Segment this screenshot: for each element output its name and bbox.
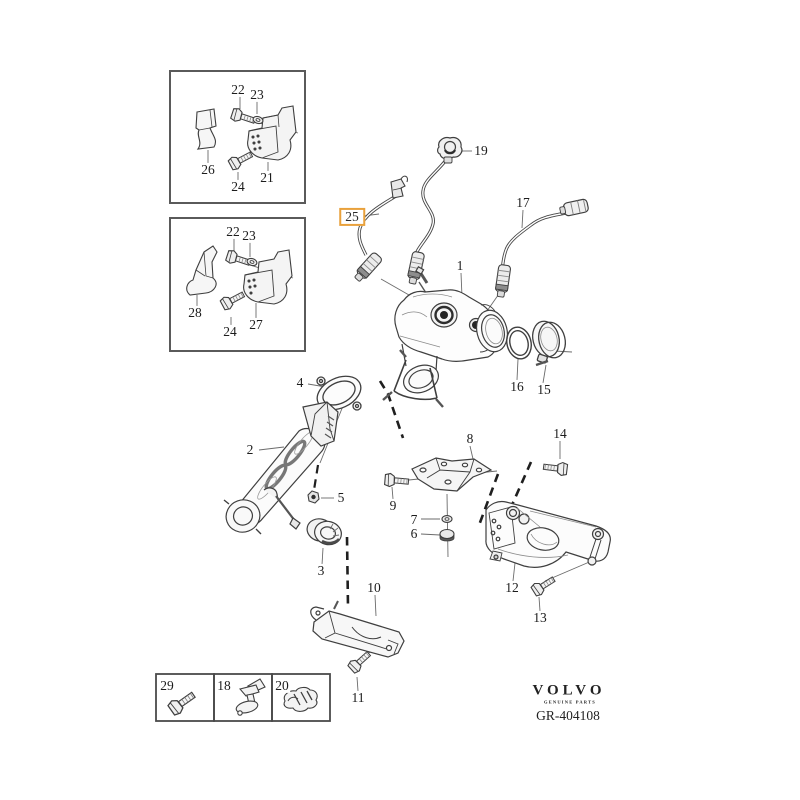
part-1-catalytic-converter bbox=[382, 265, 509, 408]
part-26-heat-shield bbox=[195, 108, 217, 150]
part-callout-29[interactable]: 29 bbox=[159, 677, 175, 694]
drawing-number: GR-404108 bbox=[536, 708, 600, 723]
part-21-bracket bbox=[247, 105, 297, 161]
part-9-bolt bbox=[383, 472, 410, 489]
part-callout-14[interactable]: 14 bbox=[552, 425, 568, 442]
part-callout-2[interactable]: 2 bbox=[245, 441, 255, 458]
part-callout-22[interactable]: 22 bbox=[225, 223, 241, 240]
part-24-bolt bbox=[226, 148, 255, 172]
part-callout-21[interactable]: 21 bbox=[259, 169, 275, 186]
part-8-bracket bbox=[411, 457, 493, 492]
kit-box-27-28 bbox=[169, 217, 306, 352]
part-24-bolt-2 bbox=[218, 288, 247, 312]
part-callout-9[interactable]: 9 bbox=[388, 497, 398, 514]
part-callout-4[interactable]: 4 bbox=[295, 374, 305, 391]
kit-box-frames bbox=[169, 70, 306, 352]
part-27-bracket bbox=[243, 249, 293, 305]
fastener-strip-frames bbox=[155, 673, 331, 722]
part-callout-6[interactable]: 6 bbox=[409, 525, 419, 542]
part-12-mounting-bracket bbox=[485, 500, 611, 568]
part-callout-13[interactable]: 13 bbox=[532, 609, 548, 626]
part-callout-19[interactable]: 19 bbox=[473, 142, 489, 159]
part-callout-20[interactable]: 20 bbox=[274, 677, 290, 694]
part-22-bolt bbox=[229, 106, 258, 128]
part-callout-8[interactable]: 8 bbox=[465, 430, 475, 447]
part-callout-3[interactable]: 3 bbox=[316, 562, 326, 579]
part-7-washer bbox=[441, 515, 453, 523]
assembly-dashed-lines bbox=[312, 380, 533, 608]
part-callout-26[interactable]: 26 bbox=[200, 161, 216, 178]
part-25-oxygen-sensor bbox=[351, 175, 408, 284]
part-callout-23[interactable]: 23 bbox=[241, 227, 257, 244]
part-2-flex-pipe bbox=[223, 401, 339, 535]
part-callout-16[interactable]: 16 bbox=[509, 378, 525, 395]
part-callout-25[interactable]: 25 bbox=[339, 207, 365, 227]
part-callout-7[interactable]: 7 bbox=[409, 511, 419, 528]
part-16-seal-ring bbox=[506, 326, 532, 360]
brand-subtitle: GENUINE PARTS bbox=[544, 699, 596, 705]
part-callout-24[interactable]: 24 bbox=[222, 323, 238, 340]
part-18-rubber-hanger bbox=[235, 678, 266, 716]
cell-20 bbox=[271, 673, 331, 722]
part-3-rubber-mount bbox=[306, 518, 342, 546]
part-callout-22[interactable]: 22 bbox=[230, 81, 246, 98]
part-6-rubber-spacer bbox=[439, 528, 455, 542]
part-callout-5[interactable]: 5 bbox=[336, 489, 346, 506]
part-28-heat-shield bbox=[186, 245, 218, 296]
part-callout-1[interactable]: 1 bbox=[455, 257, 465, 274]
part-15-clamp bbox=[532, 320, 566, 367]
part-callout-28[interactable]: 28 bbox=[187, 304, 203, 321]
part-callout-11[interactable]: 11 bbox=[350, 689, 366, 706]
part-callout-27[interactable]: 27 bbox=[248, 316, 264, 333]
part-callout-23[interactable]: 23 bbox=[249, 86, 265, 103]
part-5-nut bbox=[307, 490, 320, 504]
part-17-oxygen-sensor bbox=[494, 198, 589, 299]
part-19-oxygen-sensor bbox=[405, 136, 463, 297]
kit-box-21-26 bbox=[169, 70, 306, 204]
part-4-gasket bbox=[316, 375, 362, 411]
part-callout-18[interactable]: 18 bbox=[216, 677, 232, 694]
part-callout-17[interactable]: 17 bbox=[515, 194, 531, 211]
part-callout-10[interactable]: 10 bbox=[366, 579, 382, 596]
part-callout-15[interactable]: 15 bbox=[536, 381, 552, 398]
brand-logo: VOLVO bbox=[532, 682, 606, 699]
part-20-spring-clip bbox=[283, 686, 318, 712]
part-callout-12[interactable]: 12 bbox=[504, 579, 520, 596]
part-callout-24[interactable]: 24 bbox=[230, 178, 246, 195]
part-10-hanger-bracket bbox=[310, 600, 405, 658]
part-14-bolt bbox=[542, 459, 569, 477]
